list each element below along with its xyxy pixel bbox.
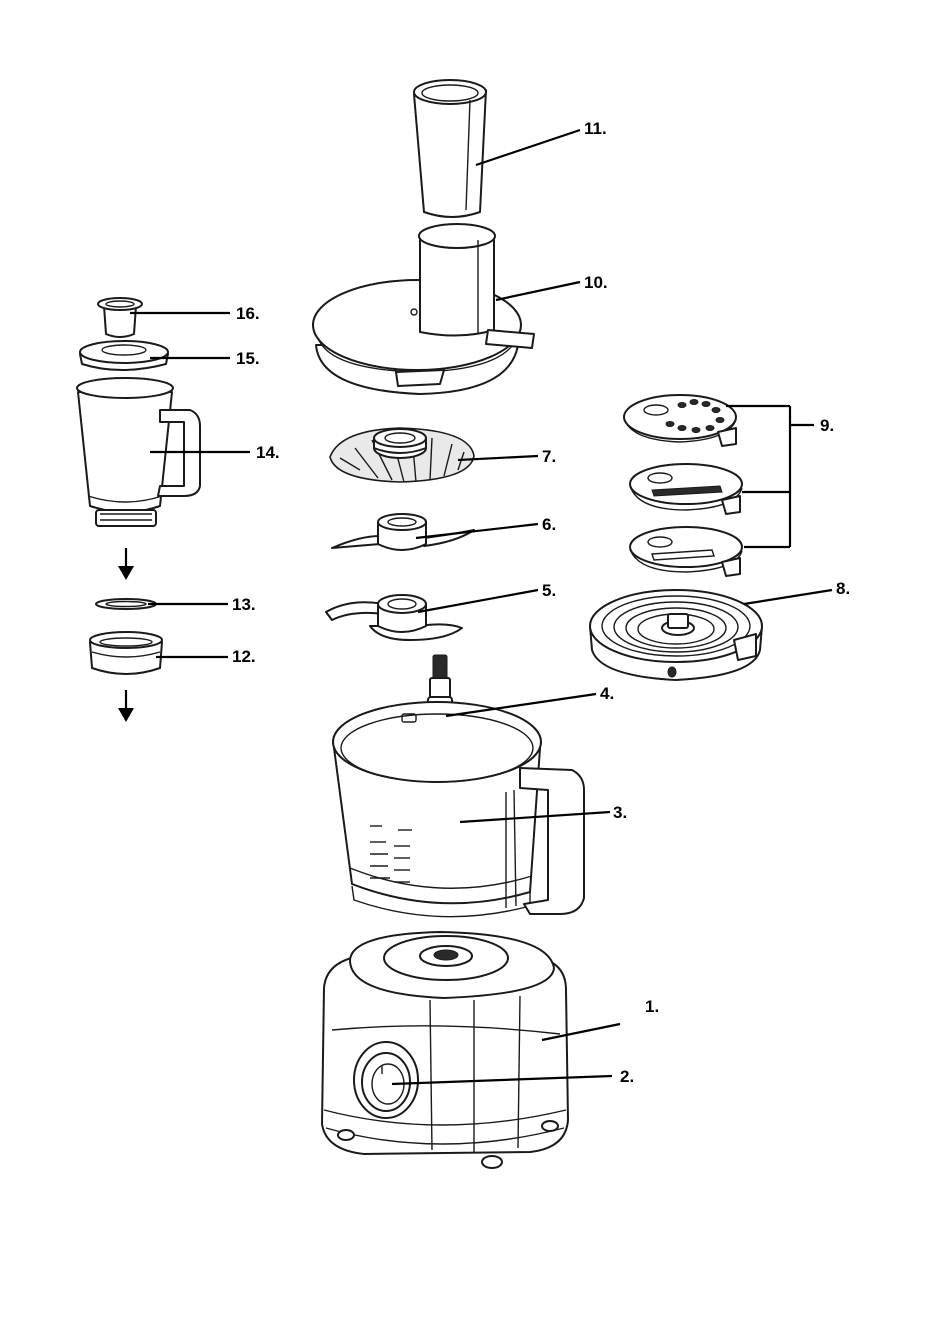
callout-1: 1. [645,997,659,1016]
kneading-blade [332,514,474,550]
callout-14: 14. [256,443,280,462]
callout-5: 5. [542,581,556,600]
blender-lid [80,341,168,370]
blender-measuring-cap [98,298,142,337]
slicing-discs [624,395,742,576]
control-knob [354,1042,418,1118]
callout-13: 13. [232,595,256,614]
down-arrow-icon [118,690,134,722]
callout-12: 12. [232,647,256,666]
callout-3: 3. [613,803,627,822]
processor-bowl [333,702,584,917]
callout-10: 10. [584,273,608,292]
callout-4: 4. [600,684,614,703]
callout-2: 2. [620,1067,634,1086]
callout-9: 9. [820,416,834,435]
down-arrow-icon [118,548,134,580]
callout-11: 11. [584,119,607,138]
s-blade [326,595,462,640]
food-pusher [414,80,486,217]
callout-8: 8. [836,579,850,598]
blade-unit-base [90,632,162,674]
callout-7: 7. [542,447,556,466]
emulsifying-disc [330,428,474,482]
disc-holder [590,590,762,680]
processor-lid [313,224,534,394]
sealing-ring [96,599,156,609]
callout-6: 6. [542,515,556,534]
motor-base [322,932,568,1168]
callout-15: 15. [236,349,260,368]
callout-16: 16. [236,304,260,323]
